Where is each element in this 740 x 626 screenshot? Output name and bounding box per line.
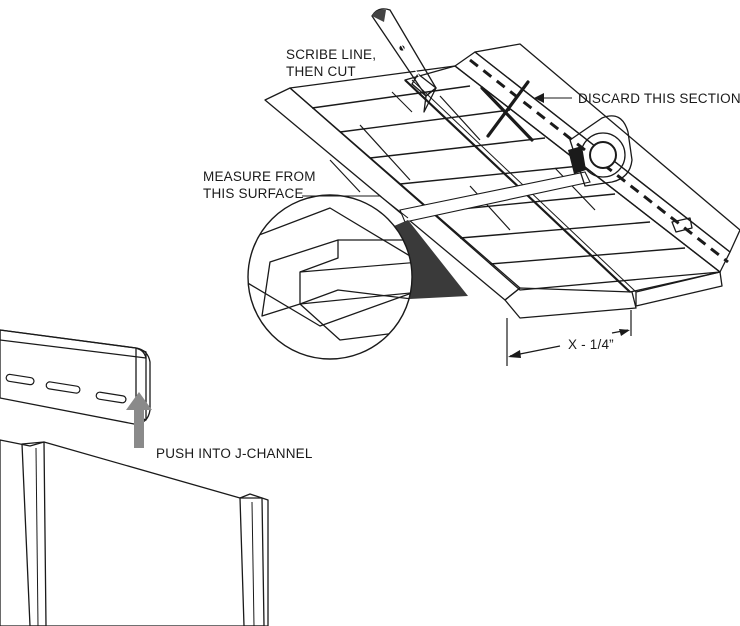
discard-x-icon <box>480 80 534 142</box>
push-label: PUSH INTO J-CHANNEL <box>156 446 313 461</box>
scribe-line-label-2: THEN CUT <box>286 64 356 79</box>
scribe-line-label: SCRIBE LINE, THEN CUT <box>286 46 376 80</box>
measure-label-2: THIS SURFACE <box>203 186 304 201</box>
dimension-line <box>506 310 632 366</box>
dimension-label: X - 1/4” <box>568 337 614 352</box>
measure-label-1: MEASURE FROM <box>203 169 316 184</box>
utility-knife-icon <box>371 8 437 113</box>
cut-siding-panel <box>0 439 269 626</box>
measure-label: MEASURE FROM THIS SURFACE <box>203 168 316 202</box>
push-arrow-icon <box>126 392 152 448</box>
discard-label: DISCARD THIS SECTION <box>578 91 740 106</box>
magnifier-callout <box>247 194 468 360</box>
tape-measure-icon <box>568 115 633 187</box>
measure-tape-strip <box>399 171 591 223</box>
scribe-line-label-1: SCRIBE LINE, <box>286 47 377 62</box>
